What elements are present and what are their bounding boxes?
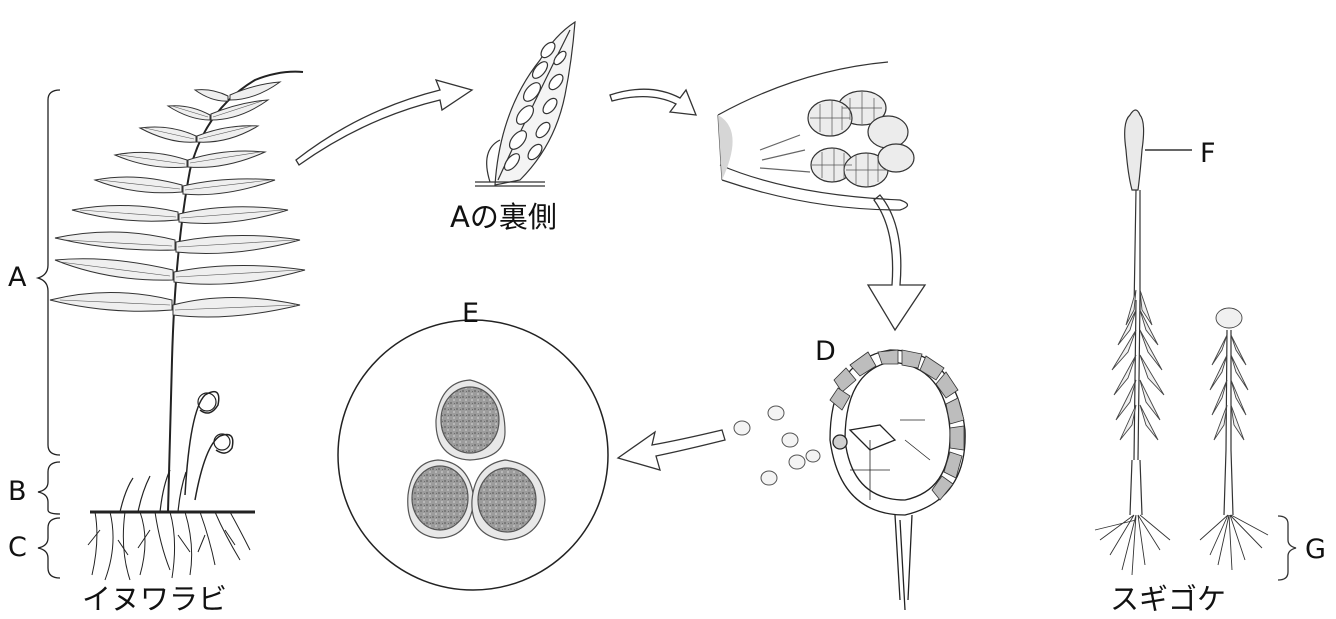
label-e: E <box>462 300 479 327</box>
label-d: D <box>815 338 836 365</box>
label-a: A <box>8 264 26 291</box>
caption-moss: スギゴケ <box>1110 585 1226 614</box>
spore-detail-circle <box>338 320 608 590</box>
arrow-sorus-to-sporangium <box>868 195 925 330</box>
label-a-underside: Aの裏側 <box>450 203 557 232</box>
sorus-closeup <box>718 62 914 210</box>
arrow-leaf-to-sorus <box>610 89 696 115</box>
fern-plant <box>88 72 303 580</box>
released-spores <box>734 406 820 485</box>
label-f: F <box>1200 140 1216 167</box>
fern-brackets <box>38 90 60 578</box>
caption-fern: イヌワラビ <box>82 585 227 614</box>
label-g: G <box>1305 536 1326 563</box>
leaf-underside <box>475 22 575 186</box>
sporangium <box>830 350 965 610</box>
fern-frond <box>50 82 305 317</box>
arrow-fern-to-leaf <box>296 80 472 165</box>
arrow-spores-to-e <box>618 430 725 470</box>
label-c: C <box>8 534 27 561</box>
label-b: B <box>8 478 27 505</box>
moss-plants <box>1095 110 1296 580</box>
